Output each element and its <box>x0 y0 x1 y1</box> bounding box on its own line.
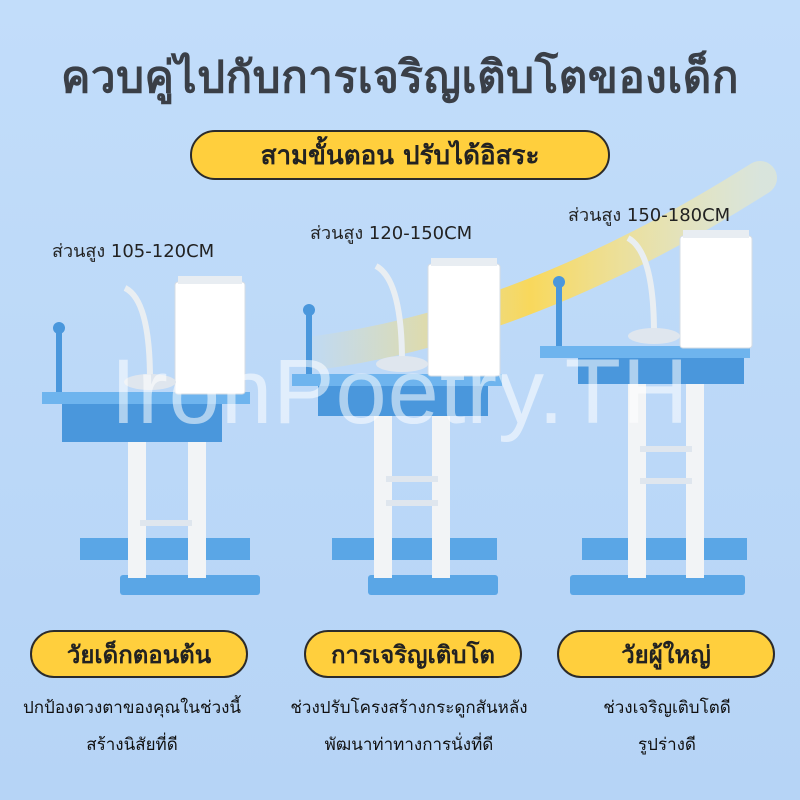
stage-name-2: การเจริญเติบโต <box>304 630 522 678</box>
stage-name-1: วัยเด็กตอนต้น <box>30 630 248 678</box>
height-label-2: ส่วนสูง 120-150CM <box>310 223 473 244</box>
desk-medium <box>292 258 502 595</box>
desk-large <box>540 230 753 595</box>
page-title: ควบคู่ไปกับการเจริญเติบโตของเด็ก <box>60 52 740 103</box>
stage-desc-3-line2: รูปร่างดี <box>638 735 696 755</box>
stage-desc-1-line1: ปกป้องดวงตาของคุณในช่วงนี้ <box>22 698 242 718</box>
stage-name-3: วัยผู้ใหญ่ <box>557 630 775 678</box>
stage-desc-2-line1: ช่วงปรับโครงสร้างกระดูกสันหลัง <box>290 698 528 718</box>
stage-desc-1: ปกป้องดวงตาของคุณในช่วงนี้ สร้างนิสัยที่… <box>0 690 264 764</box>
stage-desc-1-line2: สร้างนิสัยที่ดี <box>86 735 178 755</box>
stage-desc-3-line1: ช่วงเจริญเติบโตดี <box>603 698 731 718</box>
stage-desc-3: ช่วงเจริญเติบโตดี รูปร่างดี <box>554 690 780 764</box>
height-label-3: ส่วนสูง 150-180CM <box>568 205 731 226</box>
stage-desc-2: ช่วงปรับโครงสร้างกระดูกสันหลัง พัฒนาท่าท… <box>264 690 554 764</box>
stage-desc-2-line2: พัฒนาท่าทางการนั่งที่ดี <box>324 735 494 755</box>
height-label-1: ส่วนสูง 105-120CM <box>52 241 215 262</box>
watermark: IronPoetry.TH <box>110 341 690 443</box>
desk-small <box>42 276 260 595</box>
